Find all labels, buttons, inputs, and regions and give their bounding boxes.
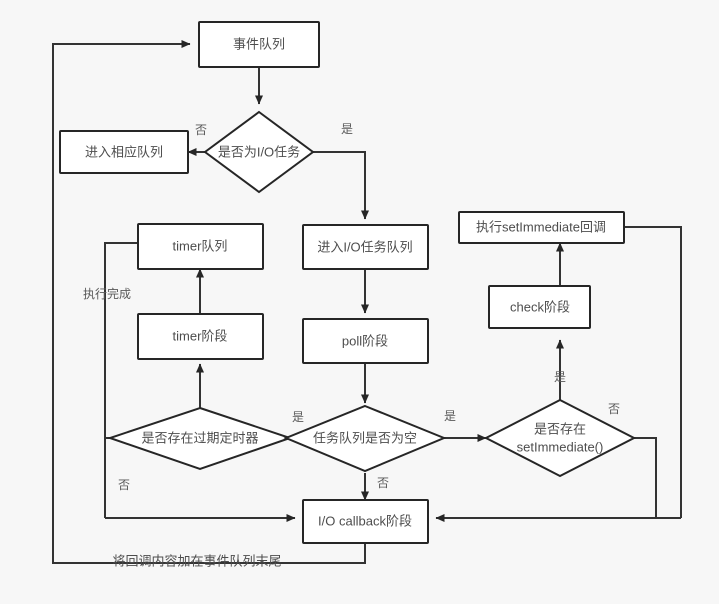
node-timer-queue[interactable]: timer队列 xyxy=(137,223,264,270)
node-timer-phase-shape[interactable] xyxy=(137,313,264,360)
edge-label-has-setimmediate-yes: 是 xyxy=(554,370,566,384)
node-exec-setimmediate-callback-label: 执行setImmediate回调 xyxy=(476,219,606,234)
node-has-expired-timer[interactable]: 是否存在过期定时器 xyxy=(106,406,294,471)
node-io-callback-phase-shape[interactable] xyxy=(302,499,429,544)
node-has-setimmediate-label-line1: 是否存在 xyxy=(534,421,586,436)
node-timer-phase[interactable]: timer阶段 xyxy=(137,313,264,360)
node-enter-io-task-queue-label: 进入I/O任务队列 xyxy=(317,239,412,254)
node-enter-corresponding-queue-label: 进入相应队列 xyxy=(85,144,163,159)
node-enter-corresponding-queue-shape[interactable] xyxy=(59,130,189,174)
node-io-callback-phase-label: I/O callback阶段 xyxy=(318,513,412,528)
node-task-queue-empty-label: 任务队列是否为空 xyxy=(313,430,417,445)
edge-timer-queue-done-to-left-bus xyxy=(104,242,138,518)
node-enter-corresponding-queue[interactable]: 进入相应队列 xyxy=(59,130,189,174)
node-enter-io-task-queue-shape[interactable] xyxy=(302,224,429,270)
edge-label-timer-done: 执行完成 xyxy=(83,286,131,301)
edge-io-callback-to-event-queue-loop xyxy=(52,40,366,564)
node-io-callback-phase[interactable]: I/O callback阶段 xyxy=(302,499,429,544)
node-is-io-task-shape[interactable] xyxy=(203,110,315,194)
node-timer-queue-label: timer队列 xyxy=(173,238,228,253)
edge-label-has-expired-timer-no: 否 xyxy=(118,478,130,492)
edge-has-setimmediate-no-to-bottom-bus xyxy=(634,437,657,518)
node-exec-setimmediate-callback[interactable]: 执行setImmediate回调 xyxy=(458,211,625,244)
edge-label-is-io-yes: 是 xyxy=(341,122,353,136)
node-enter-io-task-queue[interactable]: 进入I/O任务队列 xyxy=(302,224,429,270)
node-check-phase-shape[interactable] xyxy=(488,285,591,329)
edge-is-io-yes-to-enter-io-queue xyxy=(313,151,369,220)
node-event-queue[interactable]: 事件队列 xyxy=(198,21,320,68)
node-task-queue-empty-shape[interactable] xyxy=(283,404,447,473)
node-is-io-task-label: 是否为I/O任务 xyxy=(218,144,300,159)
edge-label-task-empty-yes-left: 是 xyxy=(292,410,304,424)
node-check-phase[interactable]: check阶段 xyxy=(488,285,591,329)
caption-append-to-event-queue: 将回调内容加在事件队列末尾 xyxy=(112,553,281,568)
node-poll-phase-label: poll阶段 xyxy=(342,333,388,348)
node-is-io-task[interactable]: 是否为I/O任务 xyxy=(203,110,315,194)
node-task-queue-empty[interactable]: 任务队列是否为空 xyxy=(283,404,447,473)
node-has-expired-timer-shape[interactable] xyxy=(106,406,294,471)
node-has-setimmediate[interactable]: 是否存在 setImmediate() xyxy=(483,398,637,478)
node-has-setimmediate-label-line2: setImmediate() xyxy=(517,439,604,454)
node-exec-setimmediate-callback-shape[interactable] xyxy=(458,211,625,244)
edge-label-has-setimmediate-no: 否 xyxy=(608,402,620,416)
node-timer-queue-shape[interactable] xyxy=(137,223,264,270)
edge-label-is-io-no: 否 xyxy=(195,123,207,137)
node-has-expired-timer-label: 是否存在过期定时器 xyxy=(141,430,258,445)
node-timer-phase-label: timer阶段 xyxy=(173,328,228,343)
edge-label-task-empty-no: 否 xyxy=(377,476,389,490)
edge-exec-setimmediate-to-right-bus xyxy=(624,226,682,518)
node-poll-phase[interactable]: poll阶段 xyxy=(302,318,429,364)
node-event-queue-shape[interactable] xyxy=(198,21,320,68)
node-has-setimmediate-shape[interactable] xyxy=(483,398,637,478)
node-check-phase-label: check阶段 xyxy=(510,299,570,314)
node-poll-phase-shape[interactable] xyxy=(302,318,429,364)
node-event-queue-label: 事件队列 xyxy=(233,36,285,51)
edge-label-task-empty-yes-right: 是 xyxy=(444,409,456,423)
